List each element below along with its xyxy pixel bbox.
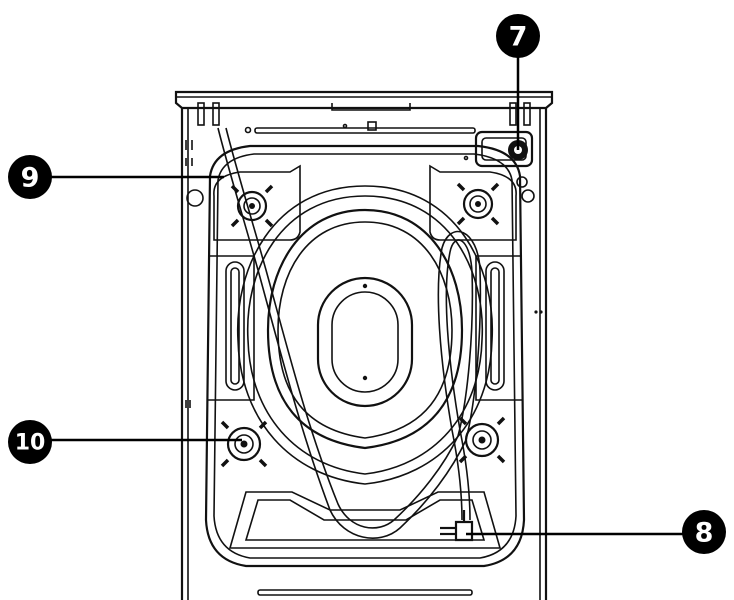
transit-bolt-top-left [230,184,274,228]
drain-hose [217,127,482,539]
inner-rim [208,164,522,549]
drum-back [236,185,494,485]
transit-bolt-bottom-left [220,420,268,468]
water-inlet-valve [474,130,534,168]
callout-9-label: 9 [21,163,40,194]
callout-10-label: 10 [15,431,46,456]
callout-7-label: 7 [509,22,528,53]
callout-8: 8 [682,510,726,554]
callout-7: 7 [496,14,540,58]
callout-8-label: 8 [695,518,714,549]
power-plug [440,510,474,542]
back-panel-frame [204,144,526,568]
transit-bolt-top-right [456,182,500,226]
machine-top-lid [174,90,554,126]
transit-bolt-bottom-right [458,416,506,464]
leader-lines [38,56,702,536]
callout-9: 9 [8,155,52,199]
machine-cabinet [180,108,548,600]
callout-10: 10 [8,420,52,464]
